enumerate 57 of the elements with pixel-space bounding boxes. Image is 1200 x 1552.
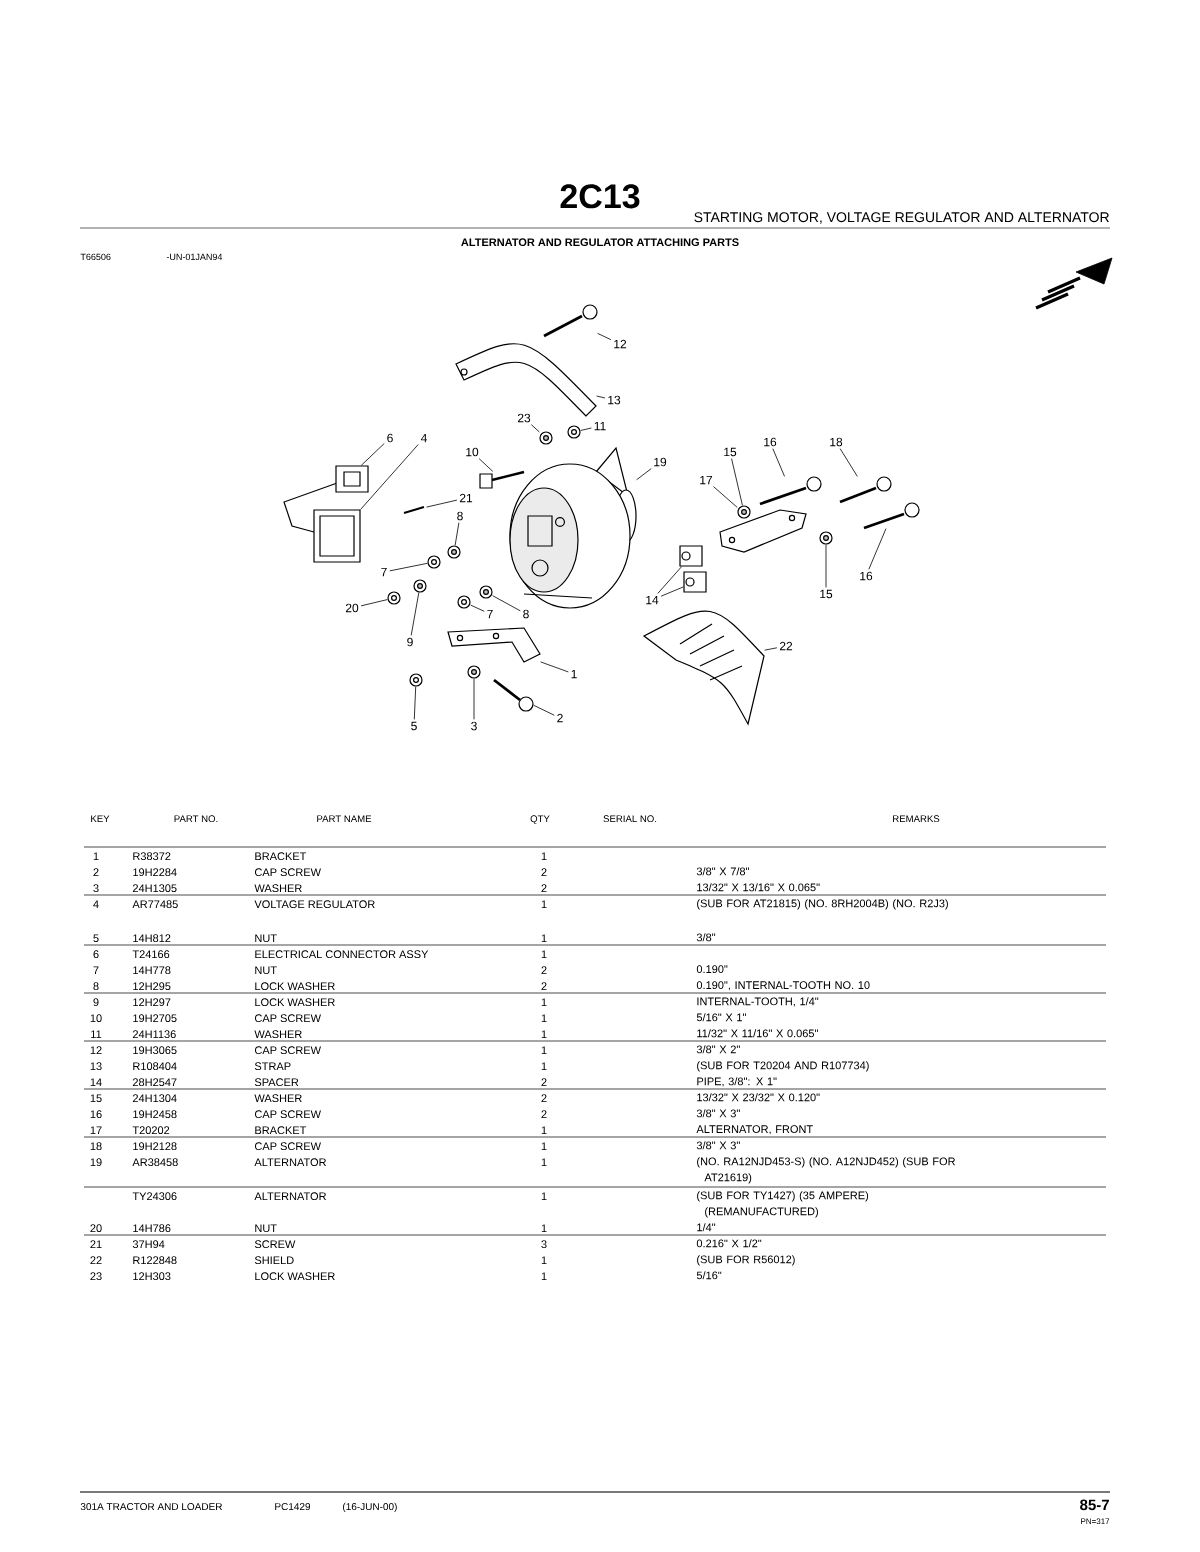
leader-line <box>530 424 540 433</box>
washer <box>737 505 751 519</box>
leader-line <box>580 427 592 431</box>
leader-line <box>868 528 887 570</box>
bracket <box>447 627 541 663</box>
bolt <box>493 678 534 712</box>
leader-line <box>764 647 778 651</box>
leader-line <box>360 443 385 466</box>
nut <box>567 425 581 439</box>
section-code: 2C13 <box>560 184 640 209</box>
leader-line <box>410 592 420 636</box>
leader-line <box>360 444 419 510</box>
nut <box>427 555 441 569</box>
spacer <box>679 545 703 567</box>
leader-line <box>540 661 569 673</box>
leader-line <box>413 686 417 720</box>
bracket <box>719 509 807 553</box>
leader-line <box>636 468 652 481</box>
bolt <box>839 476 892 504</box>
leader-line <box>473 678 475 720</box>
washer <box>479 585 493 599</box>
washer <box>413 579 427 593</box>
leader-line <box>533 704 555 716</box>
leader-line <box>470 604 485 612</box>
nut <box>387 591 401 605</box>
leader-line <box>454 522 460 546</box>
leader-line <box>825 544 827 588</box>
screw <box>403 506 425 514</box>
washer <box>539 431 553 445</box>
alternator <box>509 446 637 609</box>
shield <box>643 610 765 725</box>
nut <box>457 595 471 609</box>
leader-line <box>478 458 494 472</box>
bolt <box>543 304 598 338</box>
leader-line <box>389 562 428 572</box>
strap <box>455 343 597 417</box>
leader-line <box>360 599 388 607</box>
bolt <box>479 470 525 489</box>
leader-line <box>597 332 612 341</box>
leader-line <box>426 499 458 508</box>
leader-line <box>492 595 521 612</box>
leader-line <box>731 458 743 506</box>
bolt <box>863 502 920 530</box>
leader-line <box>839 448 858 477</box>
connector-plug <box>283 465 369 533</box>
leader-line <box>772 448 785 477</box>
bolt <box>759 476 822 506</box>
washer <box>447 545 461 559</box>
leader-line <box>660 586 684 597</box>
voltage-regulator <box>313 509 361 563</box>
spacer <box>683 571 707 593</box>
leader-line <box>596 395 606 399</box>
leader-line <box>713 486 738 508</box>
nut <box>409 673 423 687</box>
leader-line <box>657 566 682 594</box>
washer <box>467 665 481 679</box>
washer <box>819 531 833 545</box>
